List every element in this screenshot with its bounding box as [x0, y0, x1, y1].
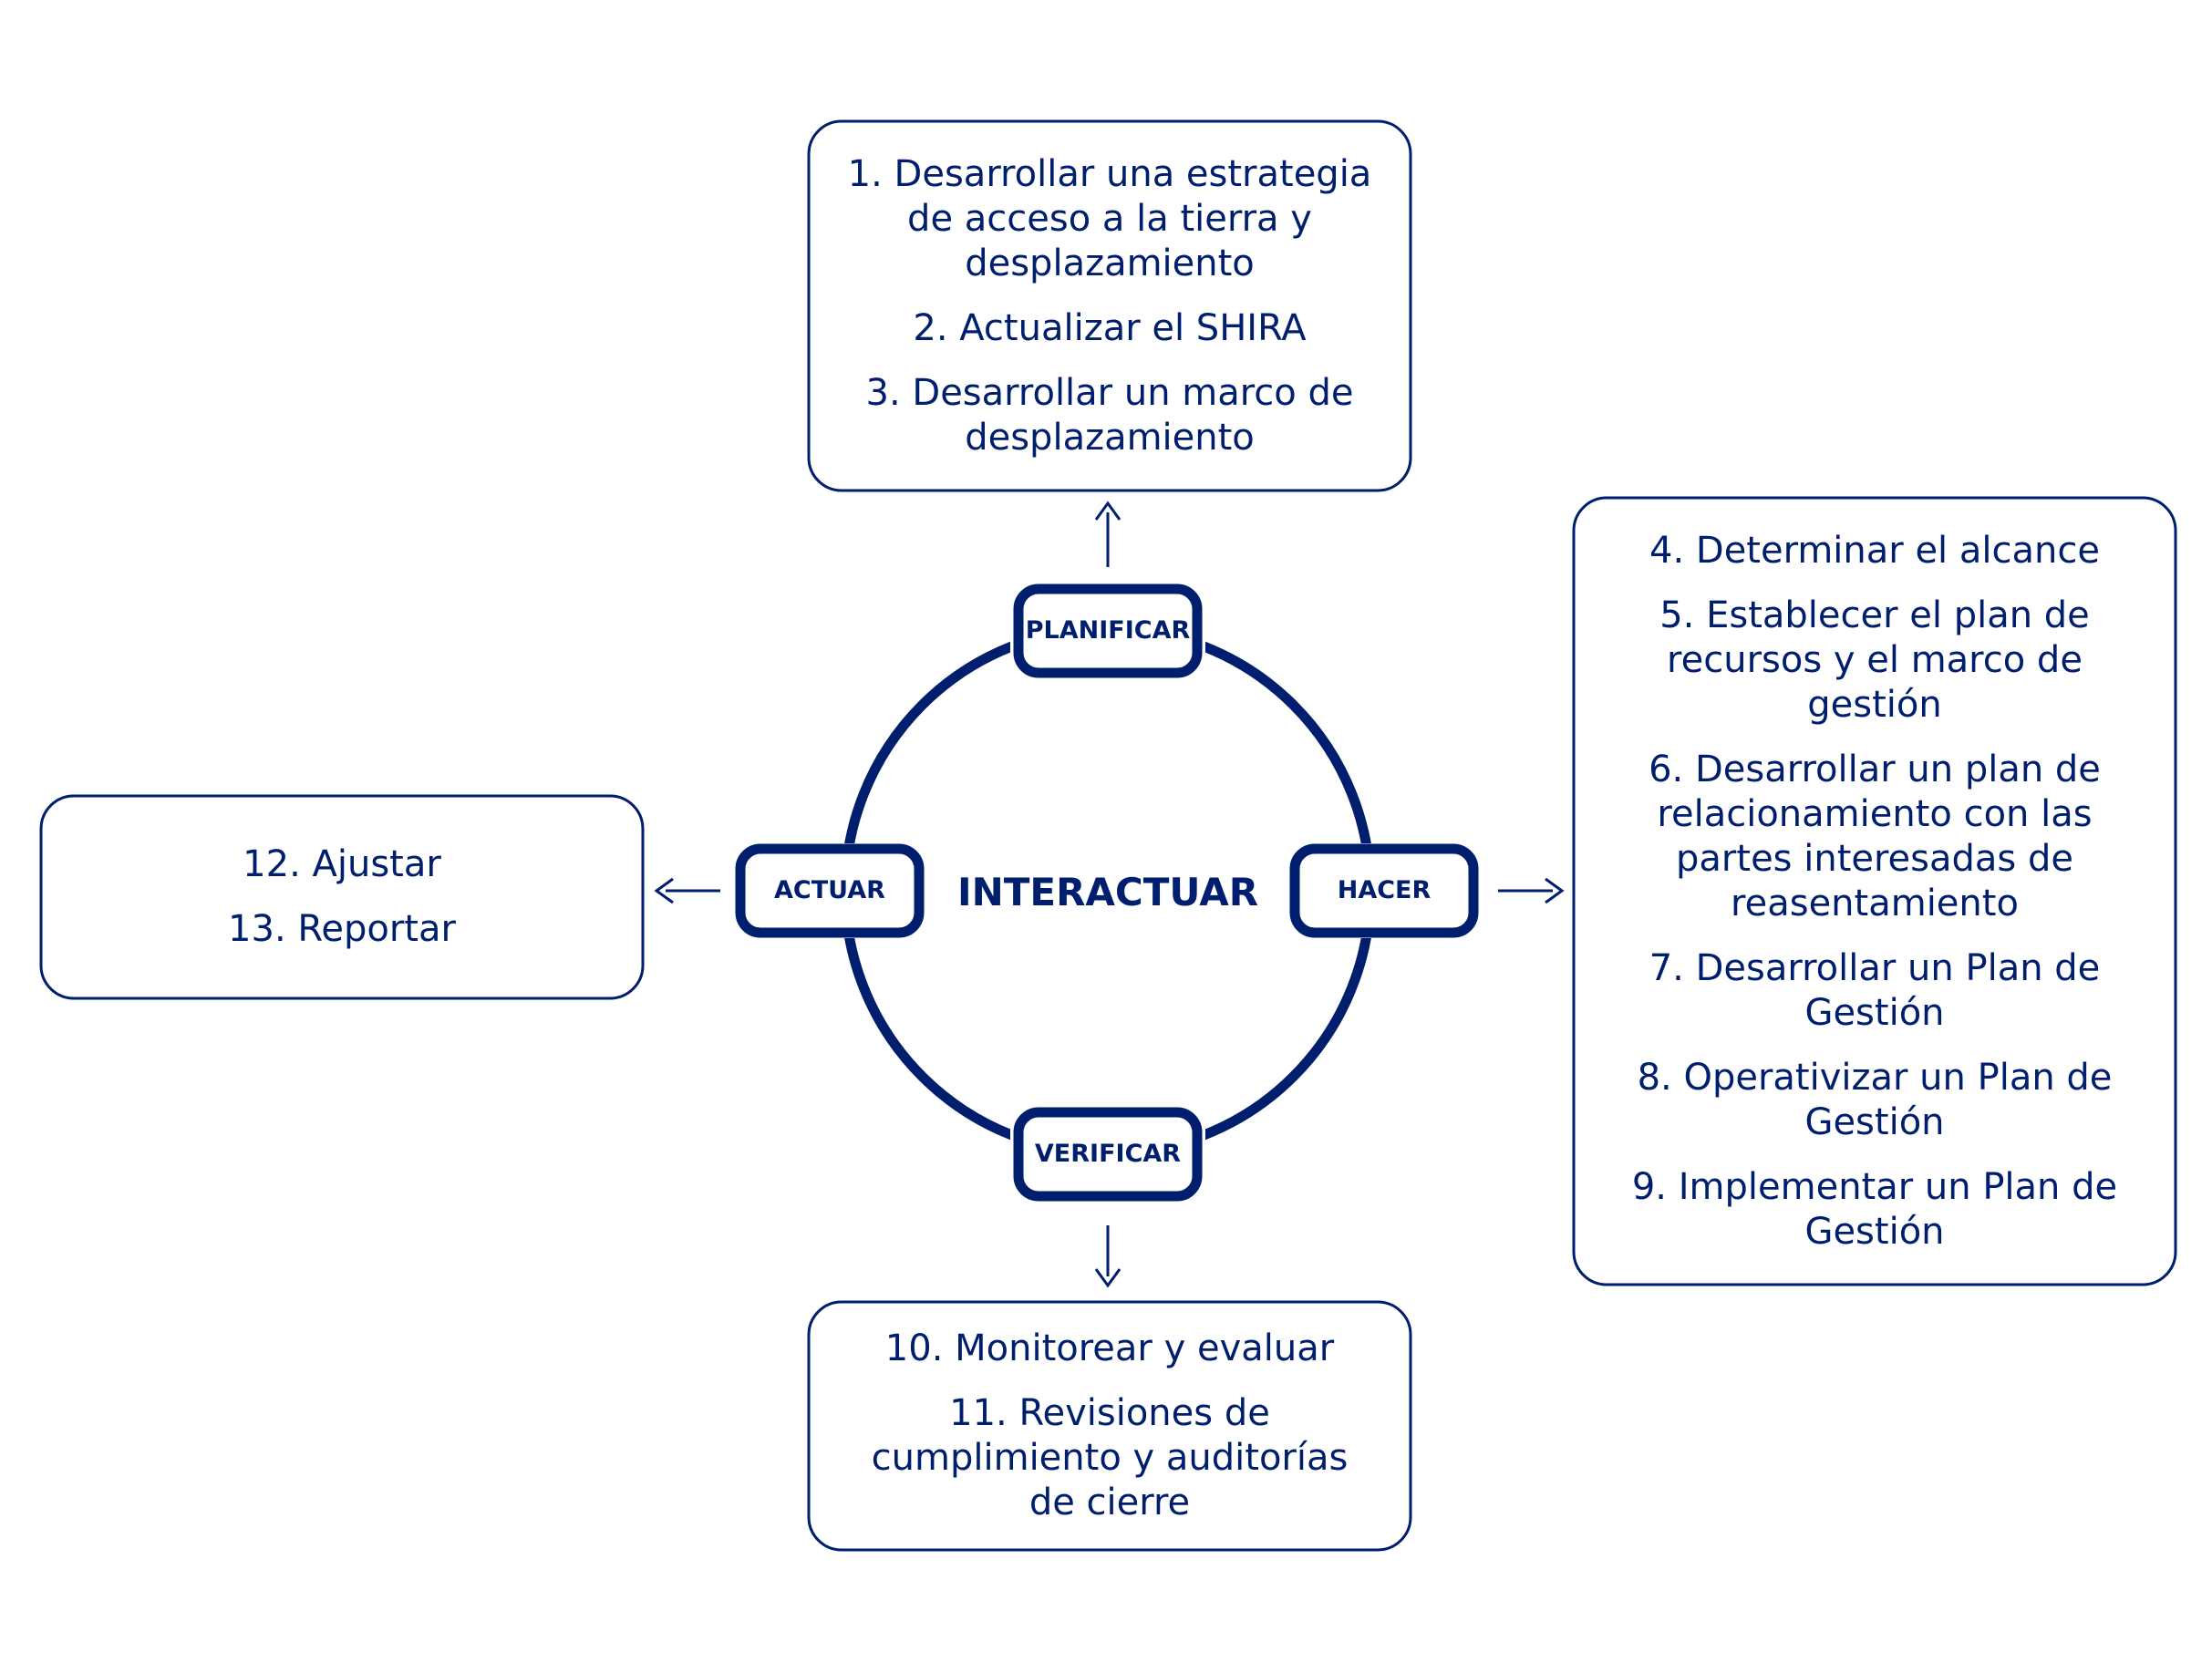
step-9: 9. Implementar un Plan de Gestión: [1631, 1165, 2118, 1253]
step-12: 12. Ajustar: [243, 843, 441, 885]
step-10: 10. Monitorear y evaluar: [884, 1327, 1335, 1369]
arrow-up-head: [1094, 501, 1122, 521]
bottom-box-text: 10. Monitorear y evaluar 11. Revisiones …: [853, 1322, 1367, 1530]
stage-label-act: ACTUAR: [774, 876, 885, 904]
stage-label-do: HACER: [1337, 876, 1432, 904]
left-box-frame: [39, 794, 645, 1000]
step-6: 6. Desarrollar un plan de relacionamient…: [1649, 748, 2101, 924]
stage-label-plan: PLANIFICAR: [1025, 616, 1191, 645]
stage-badge-act: [733, 843, 928, 938]
top-box-text: 1. Desarrollar una estrategia de acceso …: [834, 146, 1385, 467]
arrow-right-head: [1545, 877, 1565, 904]
step-5: 5. Establecer el plan de recursos y el m…: [1659, 594, 2090, 726]
stage-label-check: VERIFICAR: [1034, 1140, 1182, 1168]
step-11: 11. Revisiones de cumplimiento y auditor…: [871, 1392, 1349, 1523]
top-box-frame: [807, 119, 1412, 492]
arrow-down-head: [1094, 1268, 1122, 1288]
stage-badge-check: [1010, 1105, 1205, 1202]
bottom-box-frame: [807, 1300, 1412, 1552]
step-1: 1. Desarrollar una estrategia de acceso …: [847, 153, 1372, 284]
step-13: 13. Reportar: [228, 908, 456, 950]
step-8: 8. Operativizar un Plan de Gestión: [1637, 1056, 2113, 1143]
right-box-text: 4. Determinar el alcance 5. Establecer e…: [1605, 520, 2145, 1263]
center-label: INTERACTUAR: [956, 870, 1259, 914]
left-box-text: 12. Ajustar 13. Reportar: [68, 814, 615, 980]
stage-badge-do: [1287, 843, 1483, 938]
stage-badge-plan: [1010, 582, 1205, 678]
step-7: 7. Desarrollar un Plan de Gestión: [1649, 946, 2101, 1034]
step-3: 3. Desarrollar un marco de desplazamient…: [865, 372, 1354, 459]
arrow-left-head: [654, 877, 674, 904]
step-4: 4. Determinar el alcance: [1649, 529, 2100, 572]
step-2: 2. Actualizar el SHIRA: [913, 307, 1307, 349]
right-box-frame: [1572, 496, 2177, 1286]
